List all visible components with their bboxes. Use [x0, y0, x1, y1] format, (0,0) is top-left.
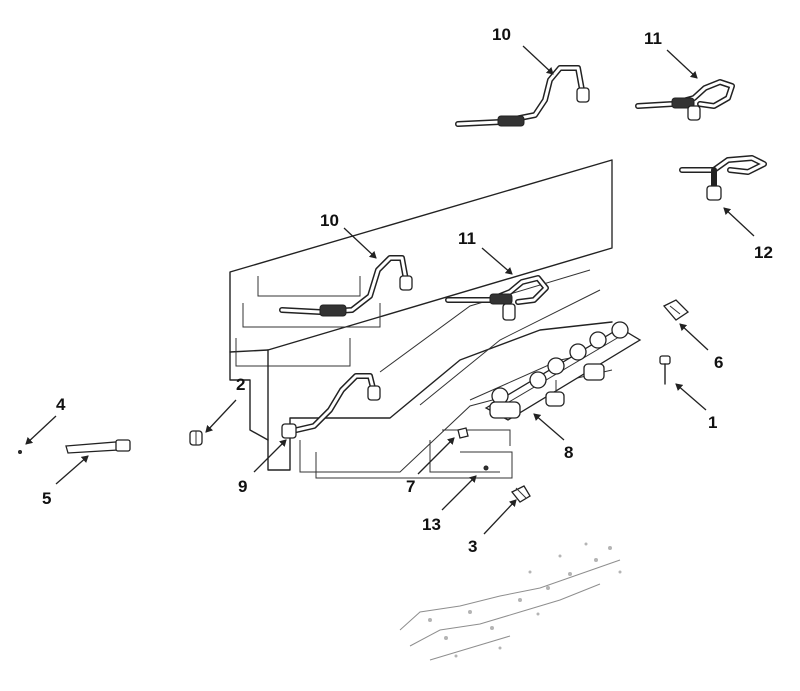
callout-2: 2 — [236, 375, 245, 394]
callout-1: 1 — [708, 413, 717, 432]
plug-13 — [483, 465, 489, 471]
callout-3: 3 — [468, 537, 477, 556]
injection-pipe-10-top — [455, 65, 590, 127]
engine-outline — [229, 159, 613, 479]
clip-7 — [457, 427, 469, 439]
injection-pipe-11-mid — [445, 275, 549, 321]
callout-labels: 10 11 10 11 12 6 1 2 4 5 9 8 7 13 3 — [42, 25, 773, 556]
faded-engine-section — [399, 542, 622, 661]
injection-pipe-11-top — [635, 79, 735, 121]
callout-11-mid: 11 — [458, 229, 476, 248]
callout-10-top: 10 — [492, 25, 511, 44]
callout-12: 12 — [754, 243, 773, 262]
leader-lines — [25, 45, 755, 535]
injection-pipe-10-mid — [279, 255, 413, 317]
bolt-1 — [659, 355, 671, 385]
callout-4: 4 — [56, 395, 66, 414]
fuel-gallery-8 — [484, 321, 642, 421]
injection-pipe-12 — [679, 155, 767, 201]
pin-5 — [65, 439, 131, 454]
nut-2 — [189, 430, 203, 446]
callout-10-mid: 10 — [320, 211, 339, 230]
washer-4 — [18, 450, 22, 454]
callout-9: 9 — [238, 477, 247, 496]
injection-pipe-9 — [281, 373, 381, 439]
callout-8: 8 — [564, 443, 573, 462]
callout-6: 6 — [714, 353, 723, 372]
callout-7: 7 — [406, 477, 415, 496]
fitting-6 — [662, 299, 690, 321]
callout-5: 5 — [42, 489, 51, 508]
callout-13: 13 — [422, 515, 441, 534]
banjo-bolt-3 — [510, 485, 531, 503]
callout-11-top: 11 — [644, 29, 662, 48]
